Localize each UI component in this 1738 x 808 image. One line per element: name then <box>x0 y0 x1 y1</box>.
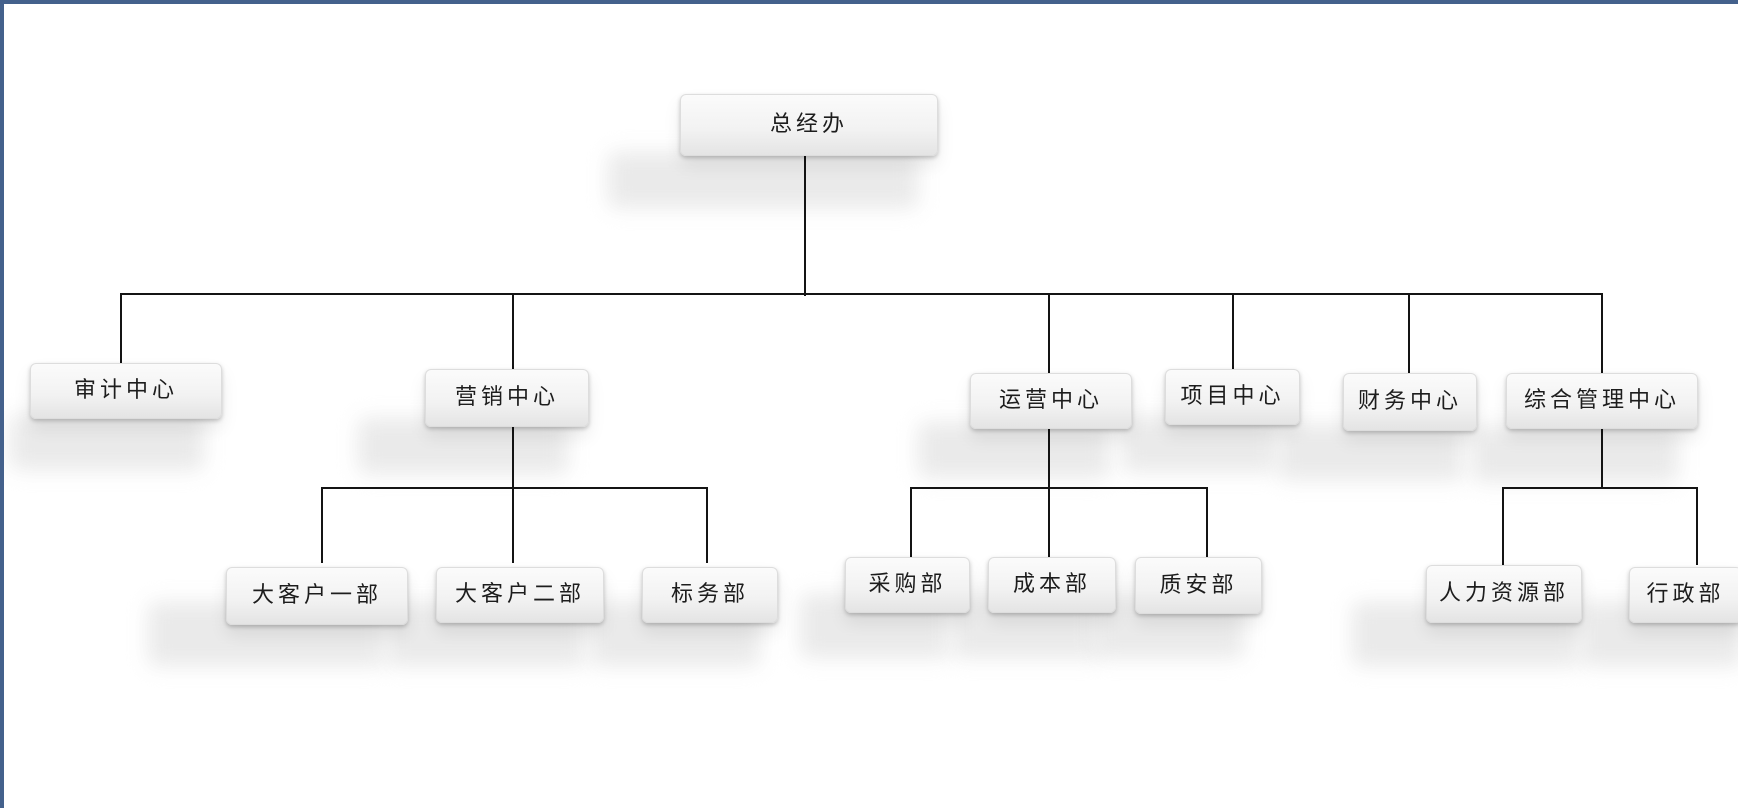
cost-dept-label: 成本部 <box>1012 572 1091 597</box>
finance-center-label: 财务中心 <box>1357 389 1462 414</box>
procurement-dept-node: 采购部 <box>845 557 970 613</box>
admin-center-label: 综合管理中心 <box>1523 388 1680 413</box>
operations-subtree-horizontal <box>910 487 1208 489</box>
project-center-connector <box>1232 293 1234 369</box>
administration-dept-label: 行政部 <box>1646 582 1725 607</box>
key-account-one-connector <box>321 487 323 563</box>
admin-subtree-horizontal <box>1502 487 1698 489</box>
quality-safety-dept-node: 质安部 <box>1135 557 1262 614</box>
cost-dept-node: 成本部 <box>988 557 1116 613</box>
admin-subtree-vertical <box>1601 428 1603 488</box>
marketing-subtree-vertical <box>512 424 514 488</box>
administration-dept-connector <box>1696 487 1698 565</box>
cost-dept-connector <box>1048 487 1050 557</box>
root-node-label: 总经办 <box>769 112 848 137</box>
marketing-subtree-horizontal <box>321 487 708 489</box>
root-node-shadow <box>608 152 918 208</box>
marketing-center-label: 营销中心 <box>454 385 559 410</box>
finance-center-shadow <box>1278 424 1464 480</box>
key-account-one-node: 大客户一部 <box>226 567 408 625</box>
project-center-shadow <box>1122 416 1278 472</box>
key-account-one-label: 大客户一部 <box>251 583 382 608</box>
quality-safety-dept-label: 质安部 <box>1159 572 1238 598</box>
admin-center-shadow <box>1472 426 1678 482</box>
operations-subtree-vertical <box>1048 428 1050 488</box>
marketing-center-node: 营销中心 <box>425 369 589 427</box>
key-account-two-label: 大客户二部 <box>454 582 585 607</box>
hr-dept-connector <box>1502 487 1504 565</box>
project-center-node: 项目中心 <box>1165 369 1300 425</box>
quality-safety-dept-connector <box>1206 487 1208 557</box>
admin-center-node: 综合管理中心 <box>1506 373 1698 429</box>
marketing-center-shadow <box>358 418 568 474</box>
procurement-dept-label: 采购部 <box>868 572 947 597</box>
bidding-dept-label: 标务部 <box>670 582 749 607</box>
audit-center-shadow <box>10 414 204 470</box>
bidding-dept-node: 标务部 <box>642 567 778 623</box>
finance-center-node: 财务中心 <box>1343 373 1477 431</box>
hr-dept-node: 人力资源部 <box>1426 565 1582 623</box>
finance-center-connector <box>1408 293 1410 373</box>
project-center-label: 项目中心 <box>1180 384 1285 409</box>
procurement-dept-connector <box>910 487 912 557</box>
root-node: 总经办 <box>680 94 938 156</box>
marketing-center-connector <box>512 293 514 369</box>
key-account-two-connector <box>512 487 514 563</box>
operations-center-label: 运营中心 <box>998 388 1103 413</box>
audit-center-connector <box>120 293 122 363</box>
audit-center-label: 审计中心 <box>73 378 178 403</box>
administration-dept-node: 行政部 <box>1629 567 1738 623</box>
org-chart-canvas: 总经办 审计中心 营销中心 运营中心 项目中心 财务中心 综合管理中心 大客户一… <box>4 4 1738 808</box>
key-account-two-node: 大客户二部 <box>436 567 604 623</box>
root-connector-vertical <box>804 156 806 296</box>
bidding-dept-connector <box>706 487 708 563</box>
admin-center-connector <box>1601 293 1603 373</box>
main-connector-horizontal <box>120 293 1602 295</box>
audit-center-node: 审计中心 <box>30 363 222 419</box>
operations-center-connector <box>1048 293 1050 373</box>
operations-center-node: 运营中心 <box>970 373 1132 429</box>
operations-center-shadow <box>918 422 1110 478</box>
hr-dept-label: 人力资源部 <box>1438 581 1569 606</box>
